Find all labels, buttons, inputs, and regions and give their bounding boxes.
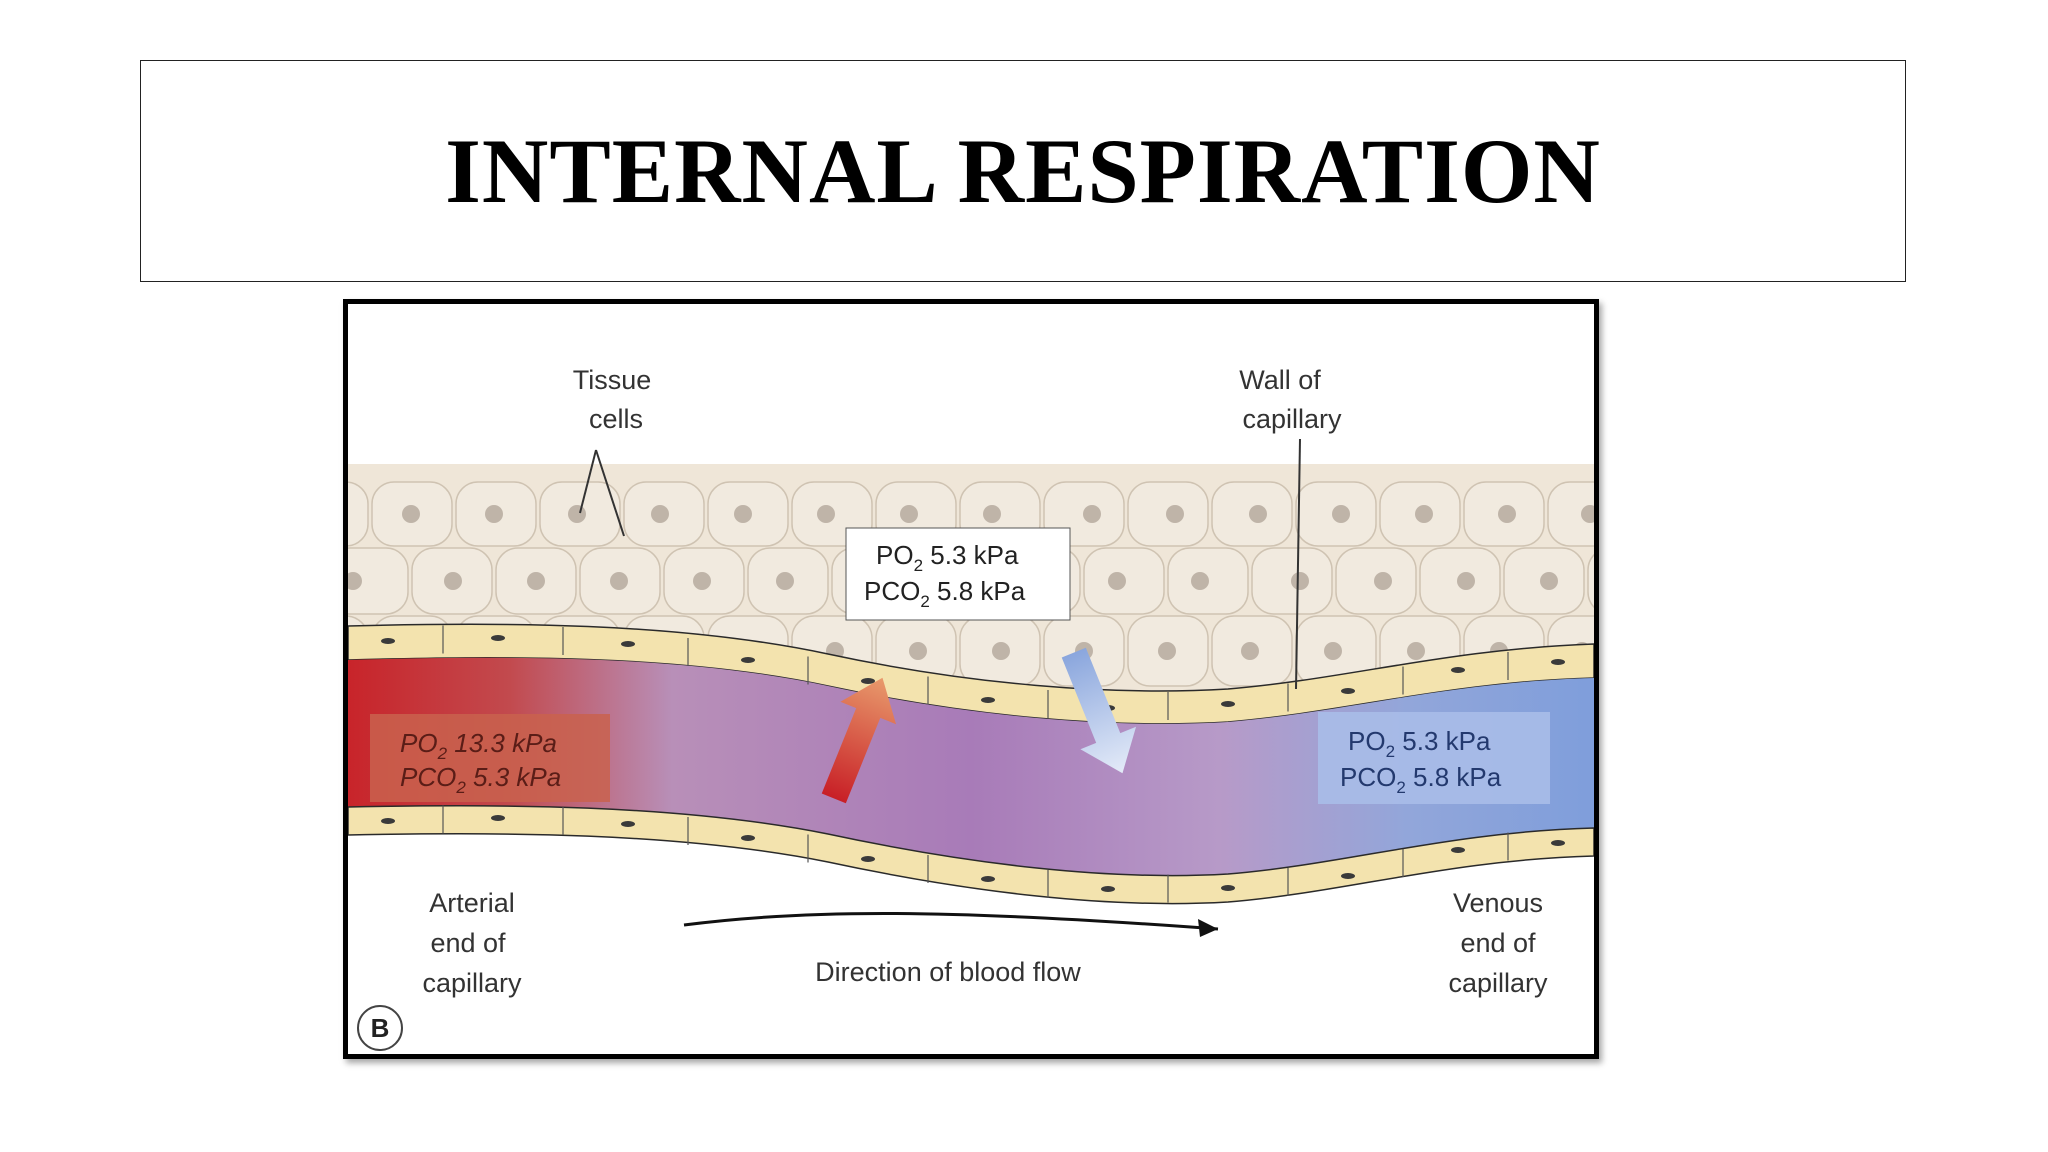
- tissue-cell: [348, 547, 409, 615]
- cell-nucleus: [651, 505, 669, 523]
- blood-flow-arrow: [683, 911, 1219, 937]
- tissue-cells-pointer: [579, 449, 625, 537]
- cell-nucleus: [1407, 642, 1425, 660]
- endothelial-nucleus: [741, 835, 755, 841]
- endothelial-nucleus: [381, 638, 395, 644]
- endothelial-nucleus: [1221, 701, 1235, 707]
- oxygen-diffusion-arrow: [821, 677, 897, 804]
- arterial-label-1: Arterial: [429, 888, 515, 918]
- venous-label-1: Venous: [1453, 888, 1543, 918]
- cell-nucleus: [1291, 572, 1309, 590]
- tissue-cell: [348, 481, 369, 547]
- cell-nucleus: [909, 642, 927, 660]
- cell-nucleus: [983, 505, 1001, 523]
- cell-nucleus: [1581, 505, 1594, 523]
- cell-nucleus: [1191, 572, 1209, 590]
- endothelial-nucleus: [1551, 840, 1565, 846]
- cell-nucleus: [992, 642, 1010, 660]
- tissue-po2: PO2 5.3 kPa: [876, 540, 1019, 575]
- capillary-diagram: PO2 13.3 kPa PCO2 5.3 kPa PO2 5.3 kPa PC…: [343, 299, 1599, 1059]
- cell-nucleus: [1415, 505, 1433, 523]
- capillary-wall-lower: [348, 804, 1594, 905]
- venous-po2: PO2 5.3 kPa: [1348, 726, 1491, 761]
- cell-nucleus: [1166, 505, 1184, 523]
- cell-nucleus: [1457, 572, 1475, 590]
- arterial-values-box: PO2 13.3 kPa PCO2 5.3 kPa: [370, 714, 610, 802]
- endothelial-nucleus: [1341, 873, 1355, 879]
- cell-nucleus: [1324, 642, 1342, 660]
- endothelial-nucleus: [1551, 659, 1565, 665]
- cell-nucleus: [734, 505, 752, 523]
- cell-nucleus: [1083, 505, 1101, 523]
- endothelial-nucleus: [1341, 688, 1355, 694]
- diagram-canvas: PO2 13.3 kPa PCO2 5.3 kPa PO2 5.3 kPa PC…: [348, 365, 1594, 1051]
- cell-nucleus: [900, 505, 918, 523]
- tissue-pco2: PCO2 5.8 kPa: [864, 576, 1026, 611]
- capillary-wall-cells: [381, 625, 1565, 903]
- endothelial-nucleus: [741, 657, 755, 663]
- venous-label-3: capillary: [1448, 968, 1548, 998]
- cell-nucleus: [693, 572, 711, 590]
- panel-letter-badge: B: [357, 1005, 403, 1051]
- arterial-po2: PO2 13.3 kPa: [400, 728, 557, 763]
- title-box: INTERNAL RESPIRATION: [140, 60, 1906, 282]
- carbon-dioxide-diffusion-arrow: [1061, 647, 1137, 774]
- cell-nucleus: [1540, 572, 1558, 590]
- cell-nucleus: [402, 505, 420, 523]
- cell-nucleus: [348, 572, 362, 590]
- endothelial-nucleus: [981, 876, 995, 882]
- endothelial-nucleus: [621, 821, 635, 827]
- endothelial-nucleus: [981, 697, 995, 703]
- endothelial-nucleus: [861, 856, 875, 862]
- endothelial-nucleus: [491, 815, 505, 821]
- tissue-cells-label-2: cells: [589, 404, 643, 434]
- wall-label-2: capillary: [1242, 404, 1342, 434]
- cell-nucleus: [610, 572, 628, 590]
- cell-nucleus: [1498, 505, 1516, 523]
- arterial-label-3: capillary: [422, 968, 522, 998]
- endothelial-nucleus: [1101, 886, 1115, 892]
- endothelial-nucleus: [1221, 885, 1235, 891]
- capillary-wall-pointer: [1295, 438, 1301, 690]
- cell-nucleus: [527, 572, 545, 590]
- cell-nucleus: [485, 505, 503, 523]
- cell-nucleus: [1374, 572, 1392, 590]
- cell-nucleus: [444, 572, 462, 590]
- venous-label-2: end of: [1460, 928, 1536, 958]
- cell-nucleus: [568, 505, 586, 523]
- blood-stream: [348, 657, 1594, 876]
- slide-title: INTERNAL RESPIRATION: [445, 120, 1601, 222]
- arterial-pco2: PCO2 5.3 kPa: [400, 762, 561, 797]
- endothelial-nucleus: [491, 635, 505, 641]
- tissue-values-box: PO2 5.3 kPa PCO2 5.8 kPa: [845, 527, 1071, 621]
- cell-nucleus: [1249, 505, 1267, 523]
- cell-nucleus: [817, 505, 835, 523]
- cell-nucleus: [1241, 642, 1259, 660]
- cell-nucleus: [1158, 642, 1176, 660]
- wall-label-1: Wall of: [1239, 365, 1321, 395]
- endothelial-nucleus: [621, 641, 635, 647]
- tissue-cell: [1587, 547, 1594, 615]
- panel-letter: B: [371, 1013, 390, 1043]
- endothelial-nucleus: [1451, 847, 1465, 853]
- direction-label: Direction of blood flow: [815, 957, 1081, 987]
- venous-pco2: PCO2 5.8 kPa: [1340, 762, 1502, 797]
- endothelial-nucleus: [381, 818, 395, 824]
- tissue-cells-label-1: Tissue: [573, 365, 652, 395]
- cell-nucleus: [1108, 572, 1126, 590]
- endothelial-nucleus: [861, 678, 875, 684]
- arterial-label-2: end of: [430, 928, 506, 958]
- endothelial-nucleus: [1451, 667, 1465, 673]
- cell-nucleus: [1332, 505, 1350, 523]
- cell-nucleus: [776, 572, 794, 590]
- venous-values-box: PO2 5.3 kPa PCO2 5.8 kPa: [1318, 712, 1550, 804]
